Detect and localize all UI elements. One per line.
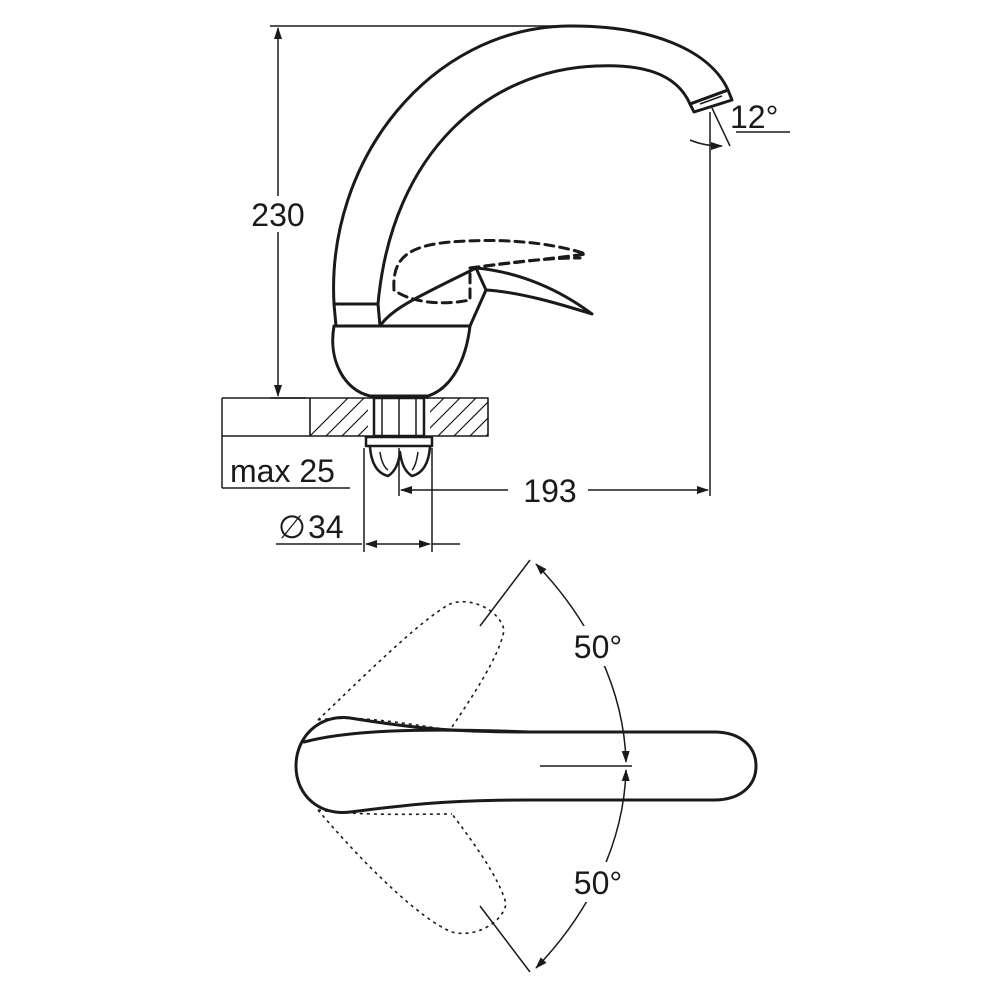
fixing-nut <box>364 435 434 478</box>
diameter-symbol: ∅ <box>278 509 306 545</box>
swing-angle-upper: 50° <box>574 629 622 665</box>
spout-collar <box>332 302 382 328</box>
height-dimension: 230 <box>244 25 566 399</box>
side-view: 230 12° 193 max 25 <box>221 24 790 552</box>
spout <box>332 24 730 306</box>
swing-angle-lower: 50° <box>574 865 622 901</box>
diameter-dimension: ∅ 34 <box>276 448 460 552</box>
handle-lever <box>378 266 594 328</box>
thickness-value: max 25 <box>230 453 335 489</box>
mounting-shank <box>372 396 426 438</box>
height-value: 230 <box>251 197 304 233</box>
handle-rotated-right <box>317 809 507 935</box>
swing-limit-upper <box>479 559 531 627</box>
aerator <box>688 88 734 114</box>
reach-value: 193 <box>523 473 576 509</box>
top-view: 50° 50° <box>294 559 758 973</box>
spout-angle-value: 12° <box>730 99 778 135</box>
reach-dimension: 193 <box>398 112 711 510</box>
faucet-body <box>331 324 472 398</box>
lever-edge <box>302 728 532 744</box>
handle-rotated-left <box>317 600 505 731</box>
handle-edge <box>474 266 488 292</box>
swing-limit-lower <box>479 905 531 973</box>
thickness-dimension: max 25 <box>221 397 350 489</box>
spout-angle-dimension: 12° <box>689 99 790 150</box>
diameter-value: 34 <box>308 509 344 545</box>
